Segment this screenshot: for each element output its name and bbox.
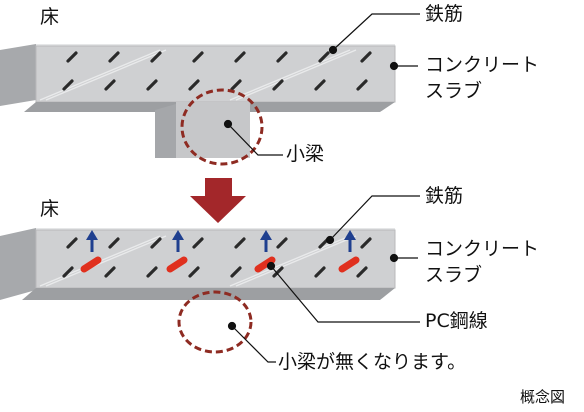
rebar-hole bbox=[146, 266, 158, 278]
bottom-rebar-leader bbox=[329, 195, 420, 241]
bottom-slab-dot bbox=[389, 253, 399, 263]
rebar-hole bbox=[66, 237, 78, 249]
rebar-hole bbox=[108, 237, 120, 249]
top-rebar-dot bbox=[328, 45, 338, 55]
pc-strand bbox=[338, 256, 360, 273]
top-rebar-leader bbox=[332, 13, 420, 51]
rebar-hole bbox=[104, 266, 116, 278]
rebar-hole bbox=[234, 51, 246, 63]
bottom-floor-label: 床 bbox=[40, 198, 60, 220]
pc-strand bbox=[254, 256, 276, 273]
top-beam-dot bbox=[223, 119, 233, 129]
pc-dot bbox=[266, 261, 276, 271]
rebar-hole bbox=[66, 51, 78, 63]
top-leaders bbox=[223, 13, 420, 156]
top-beam-dashed-circle bbox=[180, 88, 264, 166]
rebar-hole bbox=[234, 237, 246, 249]
no-beam-dot bbox=[227, 321, 237, 331]
rebar-hole bbox=[150, 237, 162, 249]
rebar-hole bbox=[62, 79, 74, 91]
pc-strand-label: PC鋼線 bbox=[425, 310, 488, 332]
rebar-hole bbox=[188, 266, 200, 278]
rebar-hole bbox=[318, 51, 330, 63]
top-slab-label-line2: スラブ bbox=[425, 80, 483, 102]
top-rebar-lines bbox=[39, 49, 357, 101]
top-slab-front-face bbox=[35, 45, 396, 103]
rebar-hole bbox=[360, 237, 372, 249]
rebar-hole bbox=[146, 79, 158, 91]
tension-arrow-head bbox=[344, 230, 356, 240]
rebar-hole bbox=[314, 79, 326, 91]
top-slab-dot bbox=[389, 61, 399, 71]
small-beam-side bbox=[155, 104, 176, 158]
bottom-leaders bbox=[227, 195, 420, 363]
rebar-hole bbox=[192, 237, 204, 249]
rebar-hole bbox=[192, 51, 204, 63]
rebar-hole bbox=[230, 79, 242, 91]
top-slab-left-face bbox=[0, 44, 36, 106]
bottom-rebar-label: 鉄筋 bbox=[425, 185, 464, 207]
bottom-slab-label-line2: スラブ bbox=[425, 264, 483, 286]
top-slab-label-line1: コンクリート bbox=[425, 54, 540, 76]
rebar-hole bbox=[360, 51, 372, 63]
no-beam-leader bbox=[231, 325, 276, 363]
rebar-hole bbox=[62, 266, 74, 278]
bottom-slab-label-line1: コンクリート bbox=[425, 238, 540, 260]
bottom-rebar-dot bbox=[325, 235, 335, 245]
rebar-hole bbox=[230, 266, 242, 278]
top-floor-label: 床 bbox=[40, 6, 60, 28]
bottom-slab bbox=[0, 228, 396, 300]
rebar-hole bbox=[272, 266, 284, 278]
bottom-beam-dashed-circle bbox=[177, 290, 253, 354]
pc-strand bbox=[80, 256, 102, 273]
rebar-hole bbox=[104, 79, 116, 91]
small-beam-front bbox=[176, 102, 250, 158]
transition-arrow bbox=[190, 178, 246, 223]
top-rebar-label: 鉄筋 bbox=[425, 3, 464, 25]
pc-leader bbox=[270, 265, 420, 323]
rebar-hole bbox=[188, 79, 200, 91]
bottom-slab-left-face bbox=[0, 228, 36, 300]
rebar-hole bbox=[276, 51, 288, 63]
no-beam-label: 小梁が無くなります。 bbox=[278, 351, 467, 373]
rebar-hole bbox=[108, 51, 120, 63]
top-rebar-holes bbox=[62, 51, 372, 91]
top-beam-label: 小梁 bbox=[286, 143, 325, 165]
rebar-hole bbox=[276, 237, 288, 249]
top-slab bbox=[0, 44, 396, 158]
caption: 概念図 bbox=[520, 388, 566, 406]
rebar-hole bbox=[150, 51, 162, 63]
tension-arrow-head bbox=[86, 230, 98, 240]
rebar-hole bbox=[272, 79, 284, 91]
top-beam-leader bbox=[227, 123, 283, 156]
rebar-hole bbox=[356, 79, 368, 91]
rebar-hole bbox=[356, 266, 368, 278]
tension-arrow-head bbox=[172, 230, 184, 240]
pc-strand bbox=[166, 256, 188, 273]
pc-strands bbox=[80, 230, 360, 273]
tension-arrow-head bbox=[260, 230, 272, 240]
rebar-hole bbox=[314, 266, 326, 278]
